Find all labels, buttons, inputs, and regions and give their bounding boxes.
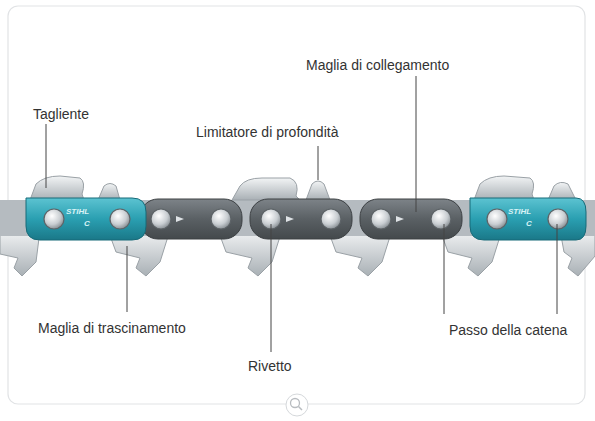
- part-label: Maglia di collegamento: [306, 57, 449, 73]
- cutter-link: [470, 176, 586, 240]
- brand-mark: STIHL: [508, 207, 531, 216]
- part-label: Maglia di trascinamento: [38, 320, 186, 336]
- rear-cutter: [232, 178, 330, 200]
- leader-lines: [46, 76, 557, 352]
- side-links: [140, 199, 462, 239]
- brand-mark: STIHL: [66, 207, 89, 216]
- card-frame: [8, 6, 585, 404]
- grade-mark: C: [84, 219, 90, 228]
- part-label: Passo della catena: [449, 322, 567, 338]
- grade-mark: C: [526, 219, 532, 228]
- cutter-link: [26, 176, 146, 240]
- part-label: Rivetto: [248, 358, 292, 374]
- zoom-icon: [286, 394, 308, 416]
- part-label: Limitatore di profondità: [196, 124, 338, 140]
- rivets: [44, 209, 568, 229]
- part-label: Tagliente: [33, 106, 89, 122]
